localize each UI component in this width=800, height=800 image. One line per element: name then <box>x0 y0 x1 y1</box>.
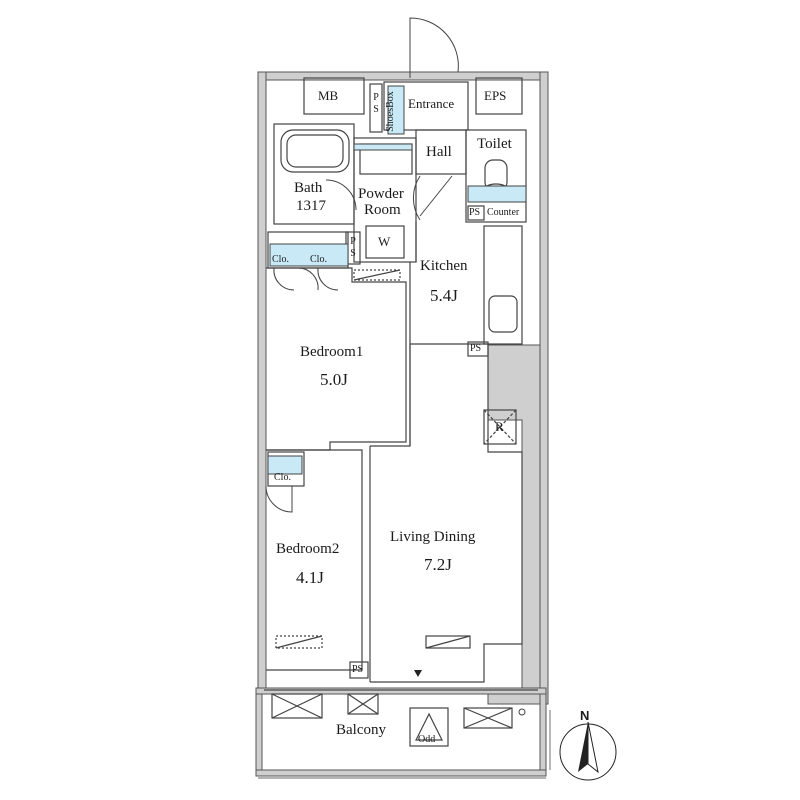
outer-walls <box>255 71 549 777</box>
counter-label: Counter <box>487 207 520 218</box>
bedroom1-area-label: 5.0J <box>320 370 348 389</box>
compass-n-label: N <box>580 708 590 723</box>
balcony-label: Balcony <box>336 722 386 738</box>
compass-icon <box>559 721 617 781</box>
entry-marker-icon <box>414 670 422 677</box>
ps-powder-label: P S <box>350 236 356 259</box>
bedroom1-label: Bedroom1 <box>300 344 364 360</box>
bedroom2-label: Bedroom2 <box>276 541 340 557</box>
ps-kitchen-label: PS <box>470 343 482 354</box>
living-label: Living Dining <box>390 529 476 545</box>
ps-toilet-label: PS <box>469 207 481 218</box>
fridge-label: R <box>495 419 504 434</box>
clo1-label: Clo. <box>272 254 289 265</box>
mb-label: MB <box>318 88 339 103</box>
bedroom2-area-label: 4.1J <box>296 568 324 587</box>
toilet-label: Toilet <box>477 136 512 152</box>
entrance-label: Entrance <box>408 96 455 111</box>
odd-label: Odd <box>418 734 436 745</box>
living-area-label: 7.2J <box>424 555 452 574</box>
powder-room-label: Room <box>364 202 401 218</box>
bath-label: Bath <box>294 180 323 196</box>
powder-label: Powder <box>358 186 404 202</box>
clo2-label: Clo. <box>310 254 327 265</box>
doors <box>265 17 459 513</box>
shoesbox-label: ShoesBox <box>384 91 396 132</box>
ps-balcony-label: PS <box>352 664 364 675</box>
washer-label: W <box>378 234 391 249</box>
clo3-label: Clo. <box>274 472 291 483</box>
kitchen-label: Kitchen <box>420 258 468 274</box>
kitchen-area-label: 5.4J <box>430 286 458 305</box>
fixtures <box>267 85 527 475</box>
ps-top-label: P S <box>373 92 379 115</box>
eps-label: EPS <box>484 88 507 103</box>
hall-label: Hall <box>426 144 452 160</box>
bath-size-label: 1317 <box>296 198 326 214</box>
